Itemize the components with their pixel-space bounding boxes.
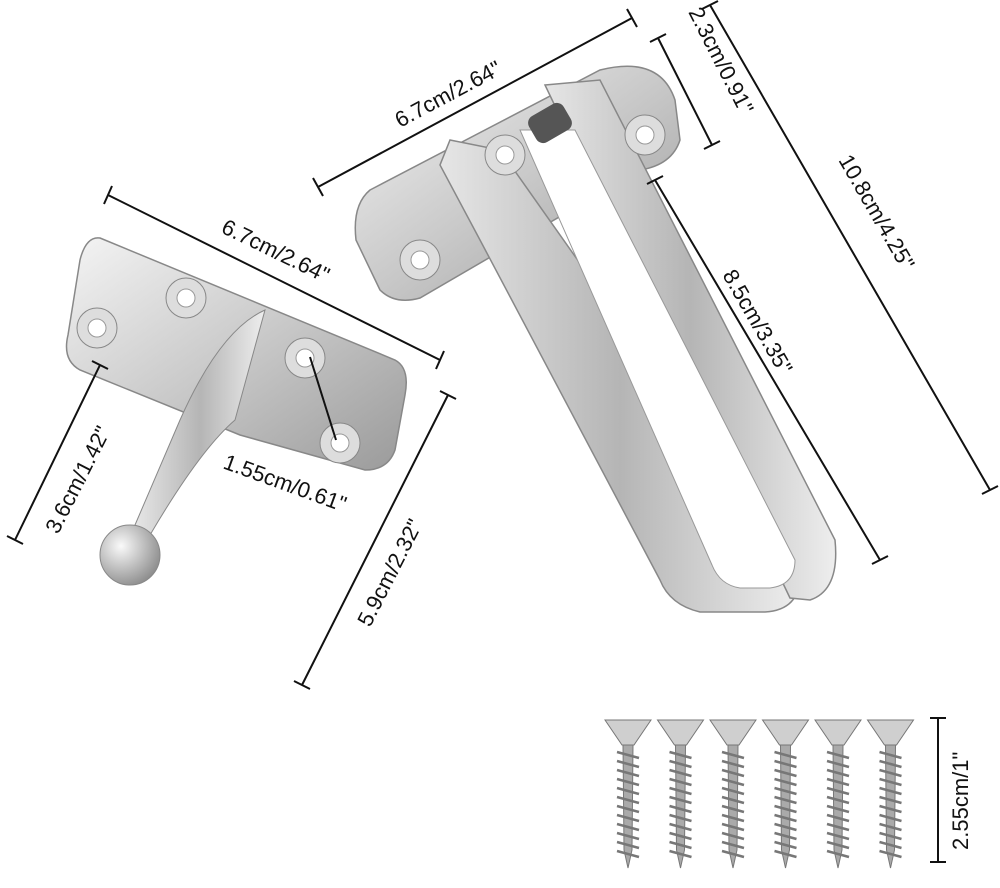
- label-strike-width: 6.7cm/2.64": [218, 214, 334, 288]
- dimension-lines: [6, 0, 999, 863]
- screw-hole: [624, 114, 666, 156]
- label-strike-plate-height: 3.6cm/1.42": [40, 422, 115, 537]
- screw-set: [604, 719, 915, 869]
- screw: [709, 719, 757, 869]
- label-guard-base-width: 6.7cm/2.64": [391, 56, 506, 133]
- screw: [814, 719, 862, 869]
- screw-hole: [165, 277, 207, 319]
- screw-hole: [399, 239, 441, 281]
- screw: [656, 719, 705, 869]
- screw: [604, 719, 652, 869]
- screw-hole: [284, 337, 326, 379]
- label-screw-length: 2.55cm/1": [948, 752, 973, 850]
- label-guard-total-length: 10.8cm/4.25": [834, 150, 920, 274]
- door-guard: [354, 65, 837, 613]
- label-strike-total-height: 5.9cm/2.32": [352, 515, 427, 630]
- screw: [866, 719, 915, 869]
- screw-hole: [484, 134, 526, 176]
- screw-hole: [319, 422, 361, 464]
- screw: [761, 719, 810, 869]
- screw-hole: [76, 307, 118, 349]
- label-guard-base-height: 2.3cm/0.91": [684, 3, 759, 118]
- strike-plate: [65, 237, 407, 586]
